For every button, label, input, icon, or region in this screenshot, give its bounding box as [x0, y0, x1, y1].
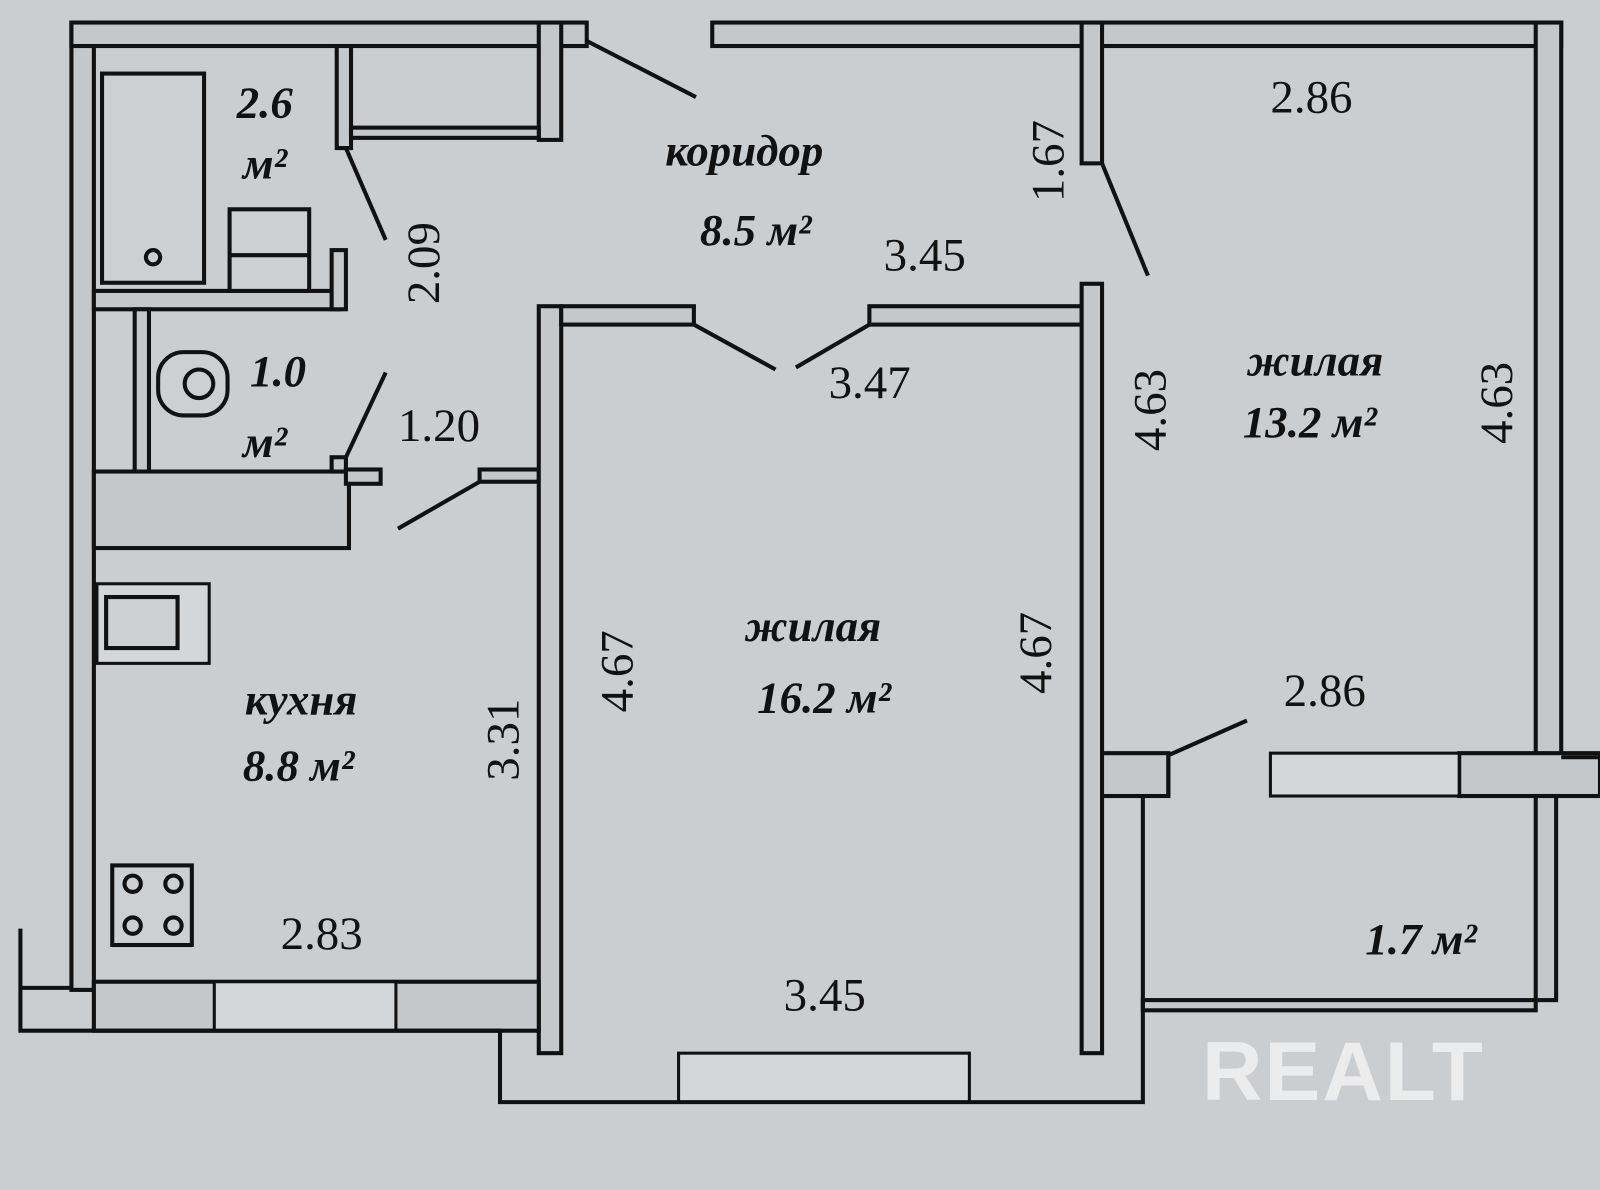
toilet-area: 1.0	[250, 346, 306, 396]
realt-watermark: REALT	[1202, 1024, 1485, 1118]
living-small-name: жилая	[1246, 336, 1383, 386]
dim-bedroom-left: 4.63	[1124, 369, 1176, 451]
kitchen-name: кухня	[245, 674, 358, 724]
walls	[69, 20, 1600, 1056]
dim-bath-depth: 2.09	[398, 222, 450, 304]
balcony-area: 1.7 м²	[1365, 914, 1478, 964]
bathroom-unit: м²	[241, 139, 289, 189]
corridor-area: 8.5 м²	[700, 205, 813, 255]
living-large-name: жилая	[744, 601, 881, 651]
bathroom-area: 2.6	[236, 77, 294, 127]
toilet-icon	[156, 350, 230, 418]
kitchen-area: 8.8 м²	[243, 741, 356, 791]
dim-kitchen-bottom: 2.83	[281, 908, 363, 960]
dim-corridor-side: 1.67	[1022, 120, 1074, 202]
dim-living-left: 4.67	[592, 630, 644, 712]
corridor-name: коридор	[665, 125, 823, 175]
dim-bedroom-bottom: 2.86	[1284, 665, 1366, 717]
dim-living-bottom: 3.45	[784, 969, 866, 1021]
living-small-area: 13.2 м²	[1243, 397, 1378, 447]
doors	[344, 39, 1248, 758]
dim-living-top: 3.47	[829, 357, 911, 409]
bathtub-icon	[100, 71, 207, 285]
outlines	[18, 753, 1600, 1105]
dim-bedroom-top: 2.86	[1270, 71, 1352, 123]
dim-toilet-width: 1.20	[398, 400, 480, 452]
dim-kitchen-side: 3.31	[477, 699, 529, 781]
dim-corridor-width: 3.45	[884, 230, 966, 282]
dim-bedroom-right: 4.63	[1471, 362, 1523, 444]
fixtures	[100, 71, 312, 948]
dim-living-right: 4.67	[1010, 612, 1062, 694]
sink-icon	[227, 207, 312, 293]
living-large-area: 16.2 м²	[757, 672, 892, 722]
toilet-unit: м²	[241, 417, 289, 467]
room-labels: 2.6 м² 1.0 м² коридор 8.5 м² кухня 8.8 м…	[236, 77, 1479, 964]
dimension-labels: 2.09 1.20 3.45 1.67 3.47 4.67 4.67 3.45 …	[281, 71, 1524, 1021]
